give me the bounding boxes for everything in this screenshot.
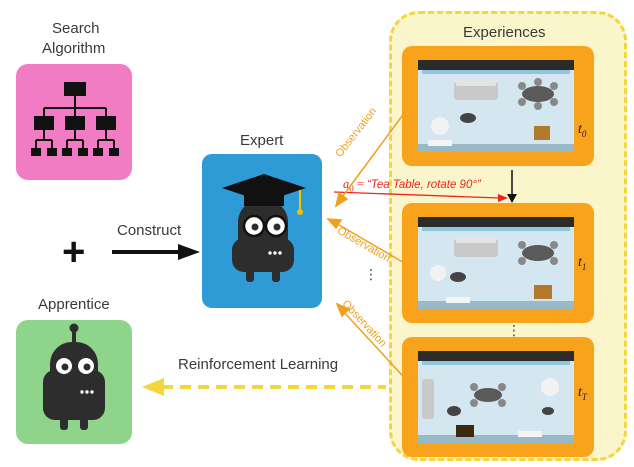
reinforcement-learning-label: Reinforcement Learning [178, 356, 339, 373]
apprentice-label: Apprentice [38, 296, 110, 313]
experiences-label: Experiences [463, 24, 546, 41]
experience-frame-t1: t1 [402, 203, 594, 323]
room-render-image [418, 217, 574, 309]
observation-arrows [326, 107, 413, 387]
construct-arrow [112, 244, 200, 260]
construct-label: Construct [117, 222, 182, 239]
vertical-ellipsis: ⋮ [364, 266, 378, 282]
room-render-image [418, 60, 574, 152]
apprentice-box [16, 320, 132, 444]
hierarchy-tree-icon [31, 82, 119, 156]
timestep-label: t1 [578, 255, 587, 272]
action-step-arrow [507, 170, 517, 203]
timestep-label: tT [578, 385, 587, 402]
expert-box [202, 154, 322, 308]
search-algorithm-label-line2: Algorithm [42, 40, 106, 57]
vertical-ellipsis: ⋮ [507, 322, 521, 338]
expert-label: Expert [240, 132, 284, 149]
experience-frame-t0: t0 [402, 46, 594, 166]
plus-sign: + [62, 230, 86, 274]
search-algorithm-label-line1: Search [52, 20, 100, 37]
room-render-image [418, 351, 574, 443]
action-annotation: a0 = “Tea Table, rotate 90°” [343, 177, 481, 194]
reinforcement-learning-arrow [142, 378, 386, 396]
experience-frame-tT: tT [402, 337, 594, 457]
timestep-label: t0 [578, 122, 587, 139]
action-arrow [334, 191, 508, 202]
search-algorithm-box [16, 64, 132, 180]
robot-graduate-icon [222, 174, 306, 282]
robot-icon [43, 323, 105, 430]
